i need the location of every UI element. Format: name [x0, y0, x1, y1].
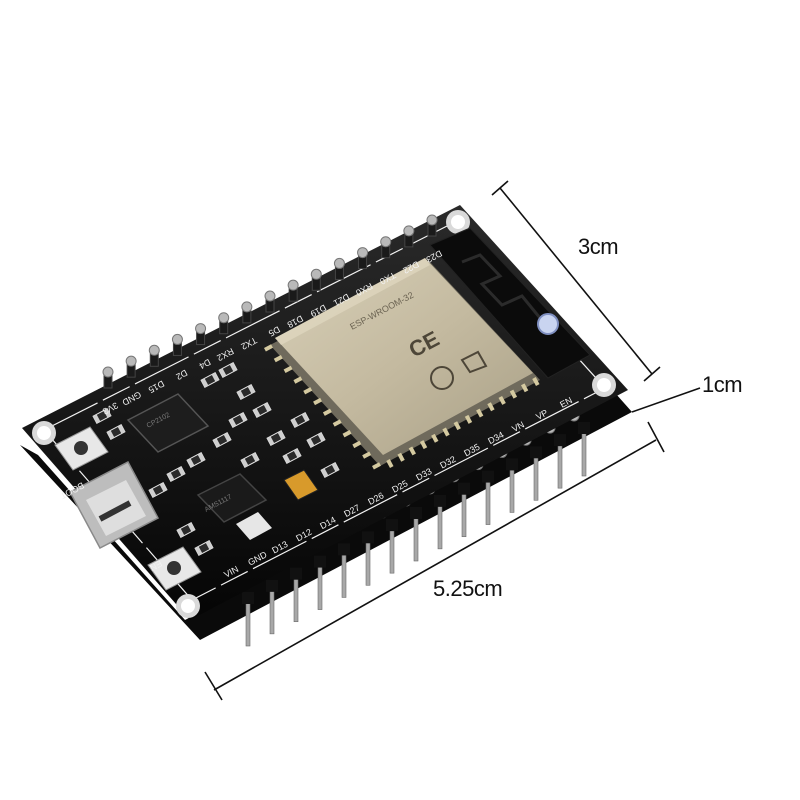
module-pad	[303, 387, 313, 395]
smd-part	[240, 452, 260, 468]
top-pin-label: D2	[174, 368, 189, 382]
module-pad	[509, 389, 518, 399]
micro-usb-port	[68, 460, 160, 550]
mounting-holes	[32, 210, 616, 618]
smd-part	[266, 430, 286, 446]
height-dimension-label: 1cm	[702, 372, 743, 397]
module-pad	[371, 462, 381, 470]
smd-part	[200, 372, 220, 388]
module-pad	[386, 459, 394, 469]
smd-part	[166, 466, 186, 482]
module-pad	[313, 397, 323, 406]
module-pad	[487, 402, 495, 412]
smd-part	[106, 424, 126, 440]
module-pad	[408, 446, 416, 456]
module-pad	[419, 440, 428, 450]
capacitor	[283, 469, 319, 501]
smd-part	[282, 448, 302, 464]
module-pad	[453, 421, 461, 431]
module-pad	[283, 365, 293, 373]
module-pad	[273, 354, 283, 363]
module-pad	[442, 427, 450, 437]
top-header-pin: D4	[195, 323, 212, 371]
en-button: EN	[147, 546, 202, 591]
module-pad	[532, 377, 540, 387]
module-pad	[362, 451, 372, 459]
smd-part	[92, 408, 112, 424]
module-pad	[322, 408, 332, 416]
smd-part	[228, 412, 248, 428]
usb-uart-chip: CP2102	[126, 393, 210, 453]
top-header-pin: D2	[171, 333, 189, 382]
dimension-width-line	[491, 180, 661, 382]
module-pad	[431, 433, 439, 443]
dimension-length-line	[204, 421, 665, 701]
smd-components	[92, 362, 340, 556]
module-pad	[397, 452, 405, 462]
module-pad	[263, 344, 273, 352]
smd-part	[236, 384, 256, 400]
module-pad	[293, 376, 303, 384]
smd-part	[290, 412, 310, 428]
module-pad	[498, 395, 506, 405]
module-pad	[476, 408, 484, 418]
wifi-module: ESP-WROOM-32 CE	[270, 258, 540, 466]
module-pad	[342, 430, 352, 438]
module-pad	[521, 383, 529, 393]
smd-part	[252, 402, 272, 418]
length-dimension-label: 5.25cm	[433, 576, 503, 601]
top-pin-label: D5	[267, 324, 282, 338]
bottom-pin-label: VP	[534, 407, 549, 421]
width-dimension-label: 3cm	[578, 234, 619, 259]
smd-part	[186, 452, 206, 468]
antenna-trace	[461, 253, 542, 319]
smd-part	[212, 432, 232, 448]
module-pad	[464, 414, 473, 424]
smd-part	[176, 522, 196, 538]
smd-part	[148, 482, 168, 498]
smd-part	[194, 540, 214, 556]
smd-part	[218, 362, 238, 378]
module-pad	[332, 419, 342, 427]
smd-part	[320, 462, 340, 478]
top-header-pin: D5	[264, 290, 282, 338]
dimension-height-line	[631, 387, 701, 413]
voltage-regulator: AMS1117	[196, 473, 272, 540]
led-icon	[537, 313, 559, 335]
module-pads	[263, 344, 540, 470]
module-pad	[352, 440, 362, 449]
top-pin-label: D4	[197, 357, 212, 371]
smd-part	[306, 432, 326, 448]
